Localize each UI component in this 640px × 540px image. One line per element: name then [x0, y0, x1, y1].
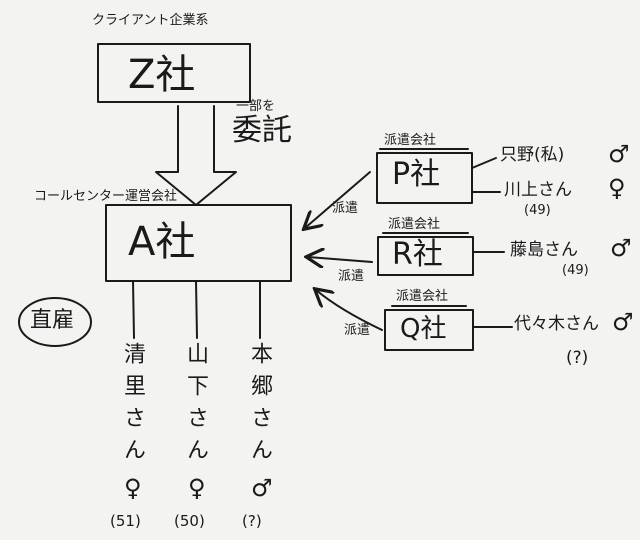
agency-staff-gender-p-0: ♂ [608, 140, 630, 168]
main-company-name: A社 [128, 219, 196, 265]
direct-staff-gender-2: ♂ [251, 474, 273, 502]
direct-staff-age-1: (50) [174, 512, 205, 530]
direct-staff-gender-1: ♀ [188, 474, 206, 502]
dispatch-arrow-q [316, 290, 383, 331]
agency-box-r [377, 236, 474, 276]
direct-staff-gender-0: ♀ [124, 474, 142, 502]
client-box [97, 43, 251, 103]
agency-staff-age-p-1: (49) [524, 203, 551, 218]
agency-staff-gender-r-0: ♂ [610, 234, 632, 262]
agency-staff-gender-p-1: ♀ [608, 174, 626, 202]
agency-staff-age-r-0: (49) [562, 263, 589, 278]
client-name: Z社 [128, 52, 196, 98]
dispatch-label-q: 派遣 [344, 323, 371, 338]
entrust-label: 委託 [232, 113, 292, 148]
main-company-group-label: コールセンター運営会社 [34, 189, 178, 204]
agency-name-r: R社 [392, 237, 443, 272]
agency-staff-name-p-1: 川上さん [504, 180, 572, 200]
client-group-label: クライアント企業系 [92, 13, 209, 28]
main-company-box [105, 204, 292, 282]
agency-staff-name-p-0: 只野(私) [500, 145, 565, 165]
direct-staff-age-0: (51) [110, 512, 141, 530]
agency-box-q [384, 309, 474, 351]
direct-hire-circle [18, 297, 92, 347]
agency-name-q: Q社 [400, 314, 447, 344]
agency-group-label-q: 派遣会社 [396, 289, 449, 304]
entrust-arrow [155, 105, 237, 206]
agency-name-p: P社 [392, 157, 441, 192]
direct-staff-name-0: 清里さん [120, 342, 145, 470]
agency-staff-name-r-0: 藤島さん [510, 240, 578, 260]
dispatch-arrow-r [308, 257, 373, 262]
agency-staff-name-q-0: 代々木さん [514, 314, 599, 334]
dispatch-label-r: 派遣 [338, 269, 365, 284]
agency-staff-age-q-0: (?) [566, 348, 589, 368]
dispatch-label-p: 派遣 [332, 201, 359, 216]
direct-staff-name-2: 本郷さん [247, 342, 272, 470]
entrust-note: 一部を [236, 99, 276, 114]
agency-staff-gender-q-0: ♂ [612, 308, 634, 336]
direct-staff-age-2: (?) [242, 512, 262, 530]
direct-hire-label: 直雇 [30, 308, 75, 333]
agency-group-label-p: 派遣会社 [384, 133, 437, 148]
agency-group-label-r: 派遣会社 [388, 217, 441, 232]
agency-box-p [376, 152, 473, 204]
dispatch-arrow-p [305, 171, 371, 228]
direct-staff-name-1: 山下さん [183, 342, 208, 470]
